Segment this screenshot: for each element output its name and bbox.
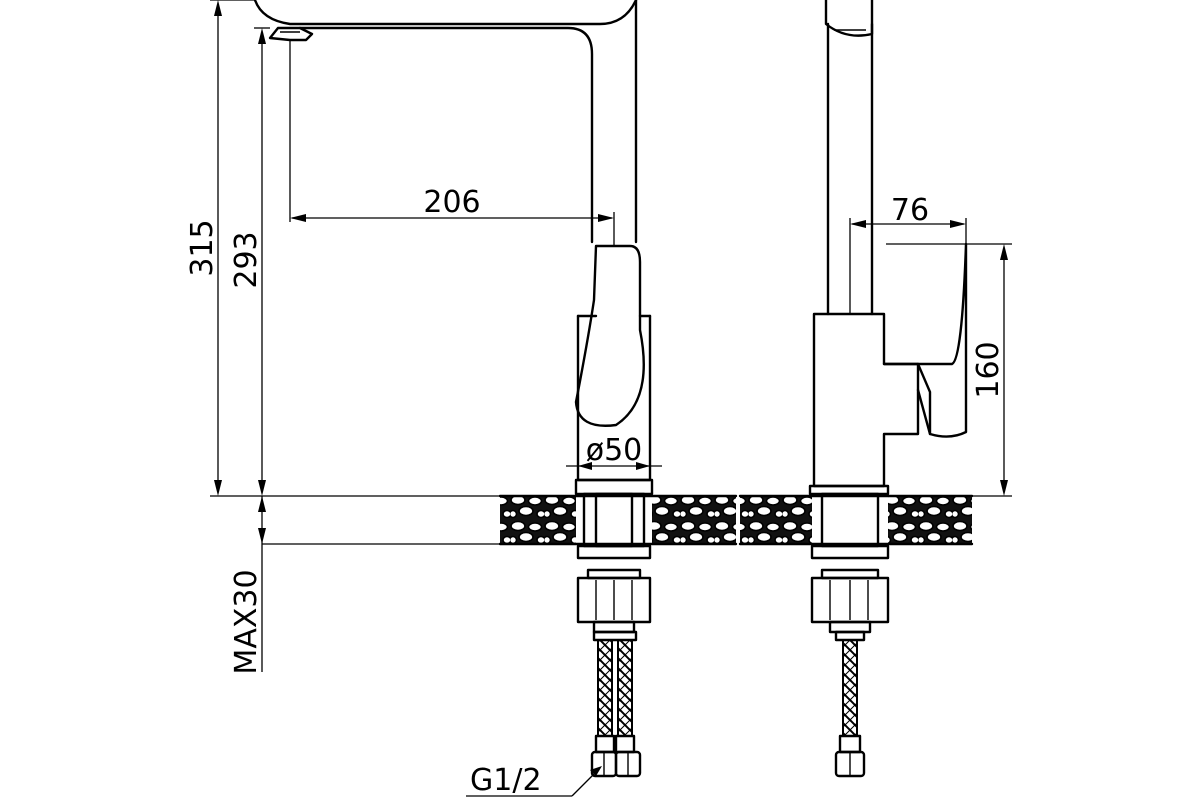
front-base-ring — [574, 478, 654, 496]
label-g1-2: G1/2 — [470, 763, 542, 798]
side-countertop-right — [888, 496, 972, 544]
front-countertop-left — [500, 496, 576, 544]
side-spout-tube — [826, 22, 874, 316]
front-aerator — [268, 26, 314, 42]
side-view — [738, 0, 974, 778]
side-countertop-left — [740, 496, 812, 544]
label-315: 315 — [185, 219, 220, 276]
side-handle — [882, 242, 968, 438]
label-206: 206 — [423, 185, 480, 220]
front-handle — [574, 244, 645, 427]
front-view — [253, 0, 738, 778]
front-spout-outer — [253, 0, 638, 26]
label-max30: MAX30 — [229, 569, 264, 674]
side-shank — [820, 492, 880, 548]
label-76: 76 — [891, 193, 929, 228]
side-body — [812, 312, 920, 488]
label-diameter-50: ø50 — [586, 433, 643, 468]
front-shank — [582, 492, 646, 548]
front-hose-left — [597, 639, 613, 737]
label-160: 160 — [971, 341, 1006, 398]
dimension-lines — [210, 0, 1012, 797]
front-countertop-right — [652, 496, 736, 544]
front-spout-tube — [298, 26, 594, 244]
front-washer — [576, 544, 652, 560]
label-293: 293 — [229, 231, 264, 288]
front-hose-right — [617, 639, 633, 737]
side-hose — [842, 639, 858, 737]
